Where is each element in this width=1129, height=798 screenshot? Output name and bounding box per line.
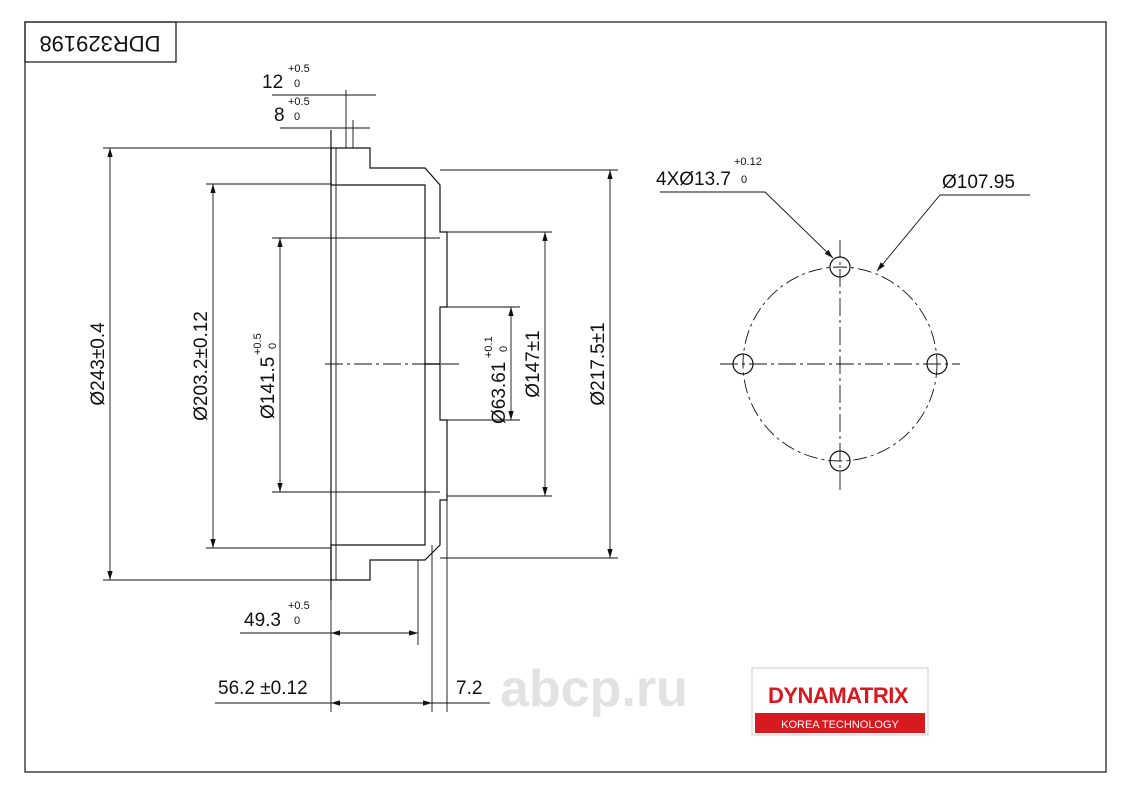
title-box: DDR329198 [24, 21, 177, 63]
drawing-border [24, 21, 1107, 773]
bolt-hole [926, 353, 948, 375]
dim-mid-diameter: Ø217.5±1 [588, 322, 609, 405]
dim-inner-diameter: Ø141.5 +0.5 0 [252, 333, 279, 419]
dim-bolt-holes: 4XØ13.7 +0.12 0 [656, 156, 762, 190]
svg-text:0: 0 [498, 346, 510, 352]
bolt-hole [732, 353, 754, 375]
svg-text:Ø63.61: Ø63.61 [489, 362, 510, 424]
dim-flange-width: 12 +0.5 0 [262, 63, 310, 93]
dynamatrix-logo: DYNAMATRIX KOREA TECHNOLOGY [751, 667, 929, 736]
svg-text:+0.5: +0.5 [288, 96, 310, 108]
svg-text:4XØ13.7: 4XØ13.7 [656, 169, 731, 190]
dim-outer-diameter: Ø243±0.4 [88, 322, 109, 406]
svg-text:0: 0 [741, 174, 747, 186]
dim-total-height: 56.2 ±0.12 [218, 678, 308, 699]
svg-text:0: 0 [267, 343, 279, 349]
svg-text:KOREA TECHNOLOGY: KOREA TECHNOLOGY [781, 719, 899, 731]
dim-wall-thickness: 7.2 [456, 678, 482, 699]
bolt-hole [829, 450, 851, 472]
svg-text:+0.5: +0.5 [288, 600, 310, 612]
dim-braking-diameter: Ø203.2±0.12 [191, 311, 212, 421]
part-number: DDR329198 [39, 31, 160, 56]
bolt-hole [829, 256, 851, 278]
svg-text:0: 0 [294, 615, 300, 627]
svg-text:49.3: 49.3 [244, 610, 281, 631]
dimension-lines [107, 94, 613, 706]
svg-text:12: 12 [262, 72, 283, 93]
dim-hub-diameter: Ø147±1 [523, 330, 544, 397]
svg-text:0: 0 [294, 78, 300, 90]
svg-text:Ø141.5: Ø141.5 [258, 357, 279, 419]
drum-cross-section [103, 90, 618, 712]
svg-text:8: 8 [274, 105, 285, 126]
svg-text:+0.5: +0.5 [288, 63, 310, 75]
dim-step-width: 8 +0.5 0 [274, 96, 310, 126]
svg-text:+0.1: +0.1 [483, 336, 495, 358]
svg-text:+0.5: +0.5 [252, 333, 264, 355]
svg-text:0: 0 [294, 111, 300, 123]
svg-text:DYNAMATRIX: DYNAMATRIX [768, 683, 909, 708]
watermark: abcp.ru [500, 660, 688, 718]
dim-pcd: Ø107.95 [942, 172, 1015, 193]
dim-depth-inner: 49.3 +0.5 0 [244, 600, 310, 631]
bolt-pattern-view [660, 191, 1030, 490]
dim-center-bore: Ø63.61 +0.1 0 [483, 336, 510, 424]
svg-text:+0.12: +0.12 [734, 156, 762, 168]
